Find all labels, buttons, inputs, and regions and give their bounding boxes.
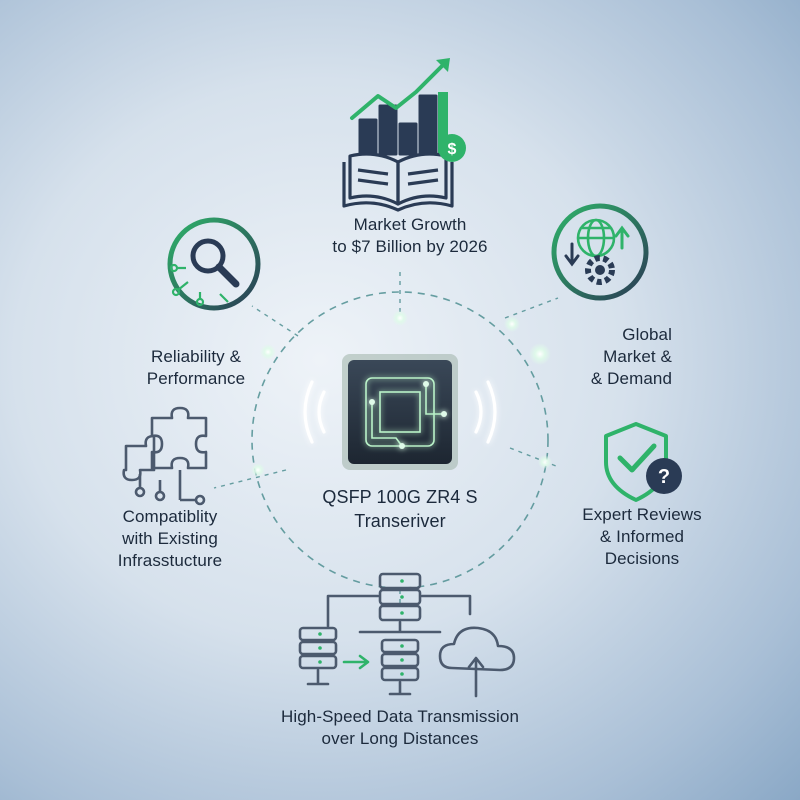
glow-dot [504, 316, 520, 332]
reliability-label: Reliability & Performance [146, 347, 246, 388]
glow-dot [251, 463, 265, 477]
question-badge-icon [646, 458, 682, 494]
global-market-label: Global Market & & Demand [590, 325, 672, 388]
glow-dot [529, 343, 551, 365]
dollar-coin-icon [438, 134, 466, 162]
dollar-symbol: $ [448, 141, 457, 158]
orbit-ring [251, 291, 549, 589]
center-title-line2: Transeriver [354, 511, 446, 531]
connector-compatibility [213, 469, 287, 489]
expert-reviews-label: Expert Reviews & Informed Decisions [582, 505, 702, 568]
connector-reliability [251, 305, 299, 337]
compatibility-label: Compatiblity with Existing Infrasstuctur… [117, 507, 223, 570]
connector-global-market [504, 297, 559, 319]
question-symbol: ? [658, 466, 670, 488]
glow-dot [392, 310, 408, 326]
center-title-line1: QSFP 100G ZR4 S [322, 487, 478, 507]
glow-dot [538, 455, 552, 469]
glow-dot [260, 344, 276, 360]
high-speed-label: High-Speed Data Transmission over Long D… [280, 707, 520, 748]
market-growth-label: Market Growth to $7 Billion by 2026 [332, 215, 488, 256]
